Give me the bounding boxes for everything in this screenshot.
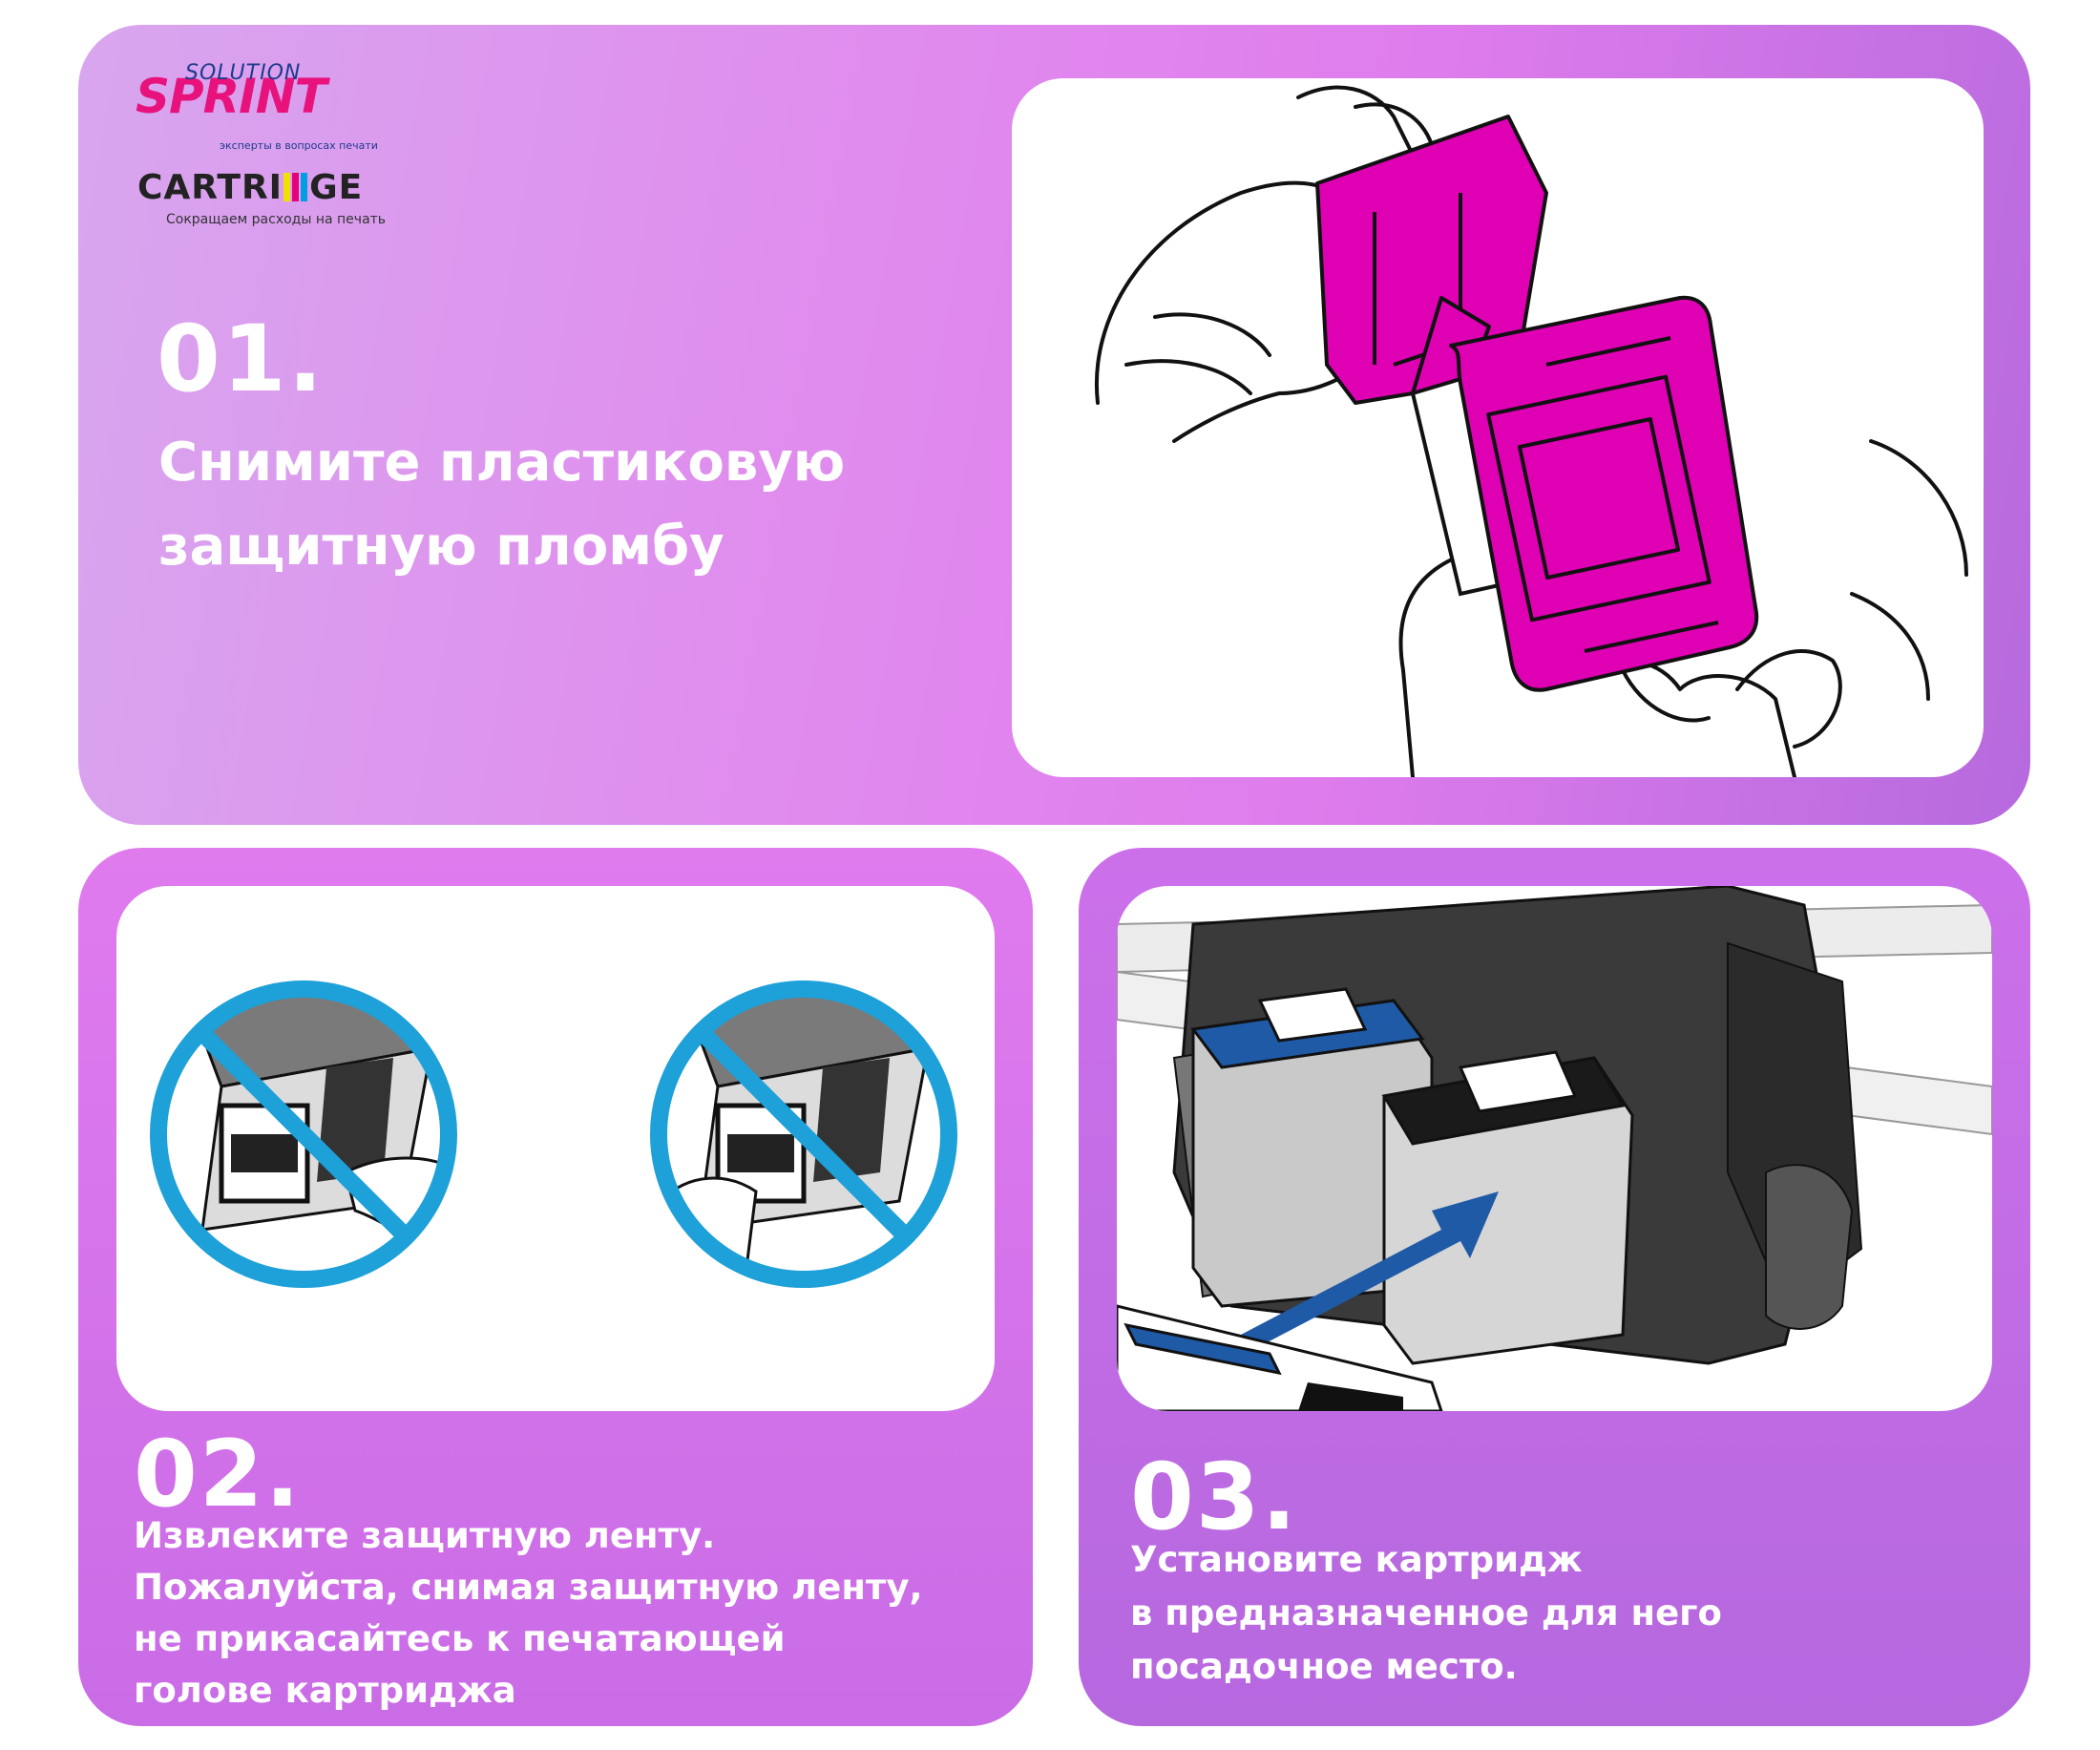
install-cartridge-illustration (1117, 886, 1992, 1411)
step-1-line: Снимите пластиковую (158, 432, 846, 494)
brand-logo: SPRINT SOLUTION эксперты в вопросах печа… (136, 57, 422, 239)
step-2-line: не прикасайтесь к печатающей (134, 1618, 786, 1659)
step-1-panel: SPRINT SOLUTION эксперты в вопросах печа… (78, 25, 2030, 825)
logo-cartridge-pre: CARTRI (137, 168, 284, 207)
step-2-line: Извлеките защитную ленту. (134, 1515, 716, 1556)
do-not-touch-illustration (150, 980, 957, 1288)
logo-cartridge: CARTRI GE (137, 168, 363, 207)
step-2-line: Пожалуйста, снимая защитную ленту, (134, 1567, 923, 1608)
step-1-illustration (1012, 78, 1984, 777)
cmyk-bars-icon (284, 173, 308, 201)
step-1-line: защитную пломбу (158, 516, 724, 578)
logo-cartridge-post: GE (309, 168, 364, 207)
step-3-line: посадочное место. (1130, 1646, 1518, 1687)
logo-sprint: SPRINT (136, 69, 327, 124)
step-3-number: 03. (1130, 1444, 1299, 1550)
step-2-panel: 02. Извлеките защитную ленту. Пожалуйста… (78, 848, 1033, 1726)
step-3-illustration (1117, 886, 1992, 1411)
step-2-line: голове картриджа (134, 1670, 516, 1711)
step-1-number: 01. (157, 306, 326, 412)
step-3-panel: 03. Установите картридж в предназначенно… (1079, 848, 2030, 1726)
step-3-line: в предназначенное для него (1130, 1592, 1722, 1634)
remove-seal-illustration (1094, 85, 1968, 777)
step-2-text: Извлеките защитную ленту. Пожалуйста, сн… (134, 1510, 923, 1717)
logo-solution: SOLUTION (185, 61, 302, 85)
logo-cartridge-tagline: Сокращаем расходы на печать (166, 212, 387, 227)
step-1-text: Снимите пластиковую защитную пломбу (158, 421, 845, 589)
step-2-number: 02. (134, 1421, 303, 1528)
logo-sprint-tagline: эксперты в вопросах печати (220, 139, 378, 152)
step-2-illustration (116, 886, 995, 1411)
step-3-text: Установите картридж в предназначенное дл… (1130, 1533, 1722, 1694)
step-3-line: Установите картридж (1130, 1539, 1583, 1580)
